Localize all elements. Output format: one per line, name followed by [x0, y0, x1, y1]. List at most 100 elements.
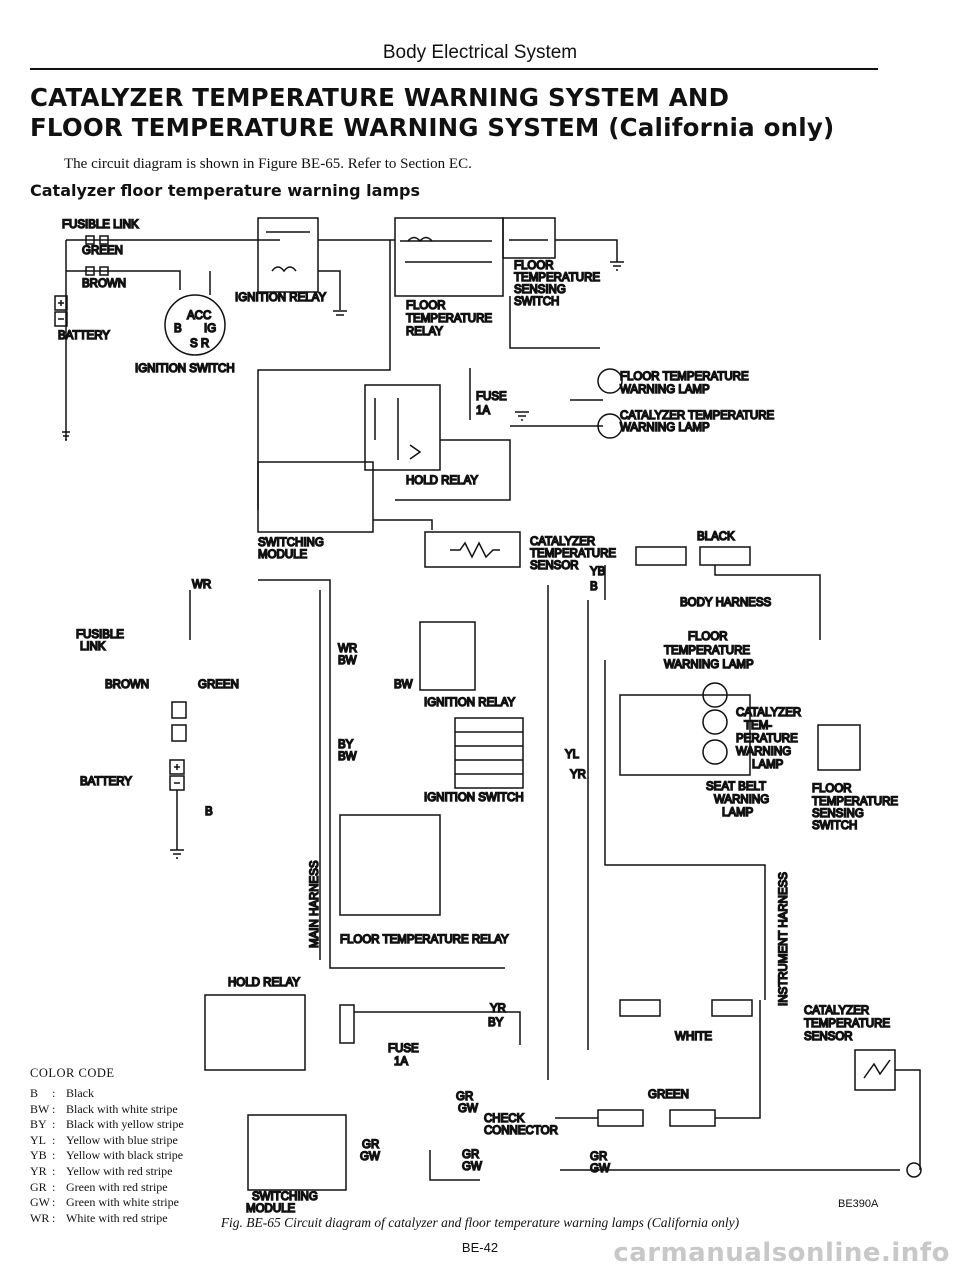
label-sm-top-2: MODULE [258, 549, 308, 561]
page-header: Body Electrical System [382, 42, 578, 63]
label-cts-b-3: SENSOR [804, 1031, 853, 1043]
label-cts-1: CATALYZER [530, 536, 595, 548]
wire-code-label: GW [458, 1103, 478, 1115]
wire-code-label: BW [394, 679, 413, 691]
color-code-row: YB:Yellow with black stripe [30, 1148, 184, 1164]
wire-code-label: GR [462, 1149, 479, 1161]
color-code-row: GW:Green with white stripe [30, 1195, 184, 1211]
floor-temp-warning-lamp-top [597, 368, 623, 394]
color-code-row: BY: Black with yellow stripe [30, 1117, 184, 1133]
catalyzer-sensor-bottom [854, 1049, 896, 1091]
label-ftss-b-4: SWITCH [812, 820, 857, 832]
wire-code-label: WR [338, 643, 357, 655]
label-ftr-2: TEMPERATURE [406, 313, 492, 325]
label-brown: BROWN [82, 278, 126, 290]
label-lamp-group-2: TEMPERATURE [664, 645, 750, 657]
label-cat-lamp-1: CATALYZER [736, 707, 801, 719]
color-meaning: Green with red stripe [66, 1179, 168, 1194]
green-connector-male [669, 1109, 716, 1127]
color-meaning: White with red stripe [66, 1210, 168, 1225]
color-code-separator: : [52, 1132, 56, 1147]
switching-module-bottom [247, 1114, 347, 1191]
wire-code-label: BW [338, 751, 357, 763]
label-green-2: GREEN [198, 679, 239, 691]
label-link-2: LINK [80, 641, 106, 653]
label-instrument-harness: INSTRUMENT HARNESS [778, 872, 790, 1006]
label-sm-bottom-1: SWITCHING [252, 1191, 318, 1203]
label-ftss-4: SWITCH [514, 296, 559, 308]
label-check-connector-1: CHECK [484, 1113, 525, 1125]
color-meaning: Black with yellow stripe [66, 1117, 184, 1132]
header-rule [30, 68, 878, 70]
label-fusible-link: FUSIBLE LINK [62, 219, 139, 231]
label-hold-relay-bottom: HOLD RELAY [228, 977, 300, 989]
label-fwl-2: WARNING LAMP [620, 384, 710, 396]
wire-code-label: GR [590, 1151, 607, 1163]
wire-code-label: GW [590, 1163, 610, 1175]
label-seat-belt-2: WARNING [714, 794, 769, 806]
label-fuse-rating-top: 1A [476, 405, 490, 417]
label-ftr-3: RELAY [406, 326, 443, 338]
label-ftss-b-3: SENSING [812, 808, 864, 820]
label-black: BLACK [697, 531, 735, 543]
black-connector-male [699, 546, 751, 566]
label-cts-b-1: CATALYZER [804, 1005, 869, 1017]
color-meaning: Yellow with red stripe [66, 1163, 173, 1178]
label-cat-lamp-5: LAMP [752, 759, 784, 771]
wire-code-label: GW [360, 1151, 380, 1163]
label-cts-3: SENSOR [530, 560, 579, 572]
catalyzer-temp-warning-lamp-top [597, 413, 623, 439]
floor-temp-warning-lamp-bottom [702, 682, 728, 708]
color-code-separator: : [52, 1179, 56, 1194]
color-code: YL [30, 1132, 46, 1147]
label-cat-lamp-3: PERATURE [736, 733, 798, 745]
label-fusible-2: FUSIBLE [76, 629, 124, 641]
intro-text: The circuit diagram is shown in Figure B… [64, 156, 472, 172]
color-code: YB [30, 1148, 47, 1163]
label-ftss-1: FLOOR [514, 260, 554, 272]
label-ftss-3: SENSING [514, 284, 566, 296]
label-seat-belt-3: LAMP [722, 807, 754, 819]
hold-relay-bottom [204, 994, 306, 1071]
green-connector-female [597, 1109, 644, 1127]
color-meaning: Black [66, 1086, 94, 1100]
label-hold-relay-top: HOLD RELAY [406, 475, 478, 487]
label-battery-bottom: BATTERY [80, 776, 132, 788]
label-cat-lamp-2: TEM- [744, 720, 772, 732]
connector-bw-male [711, 999, 753, 1017]
color-code: BW [30, 1101, 50, 1116]
wire-code-label: BW [338, 655, 357, 667]
subheading: Catalyzer floor temperature warning lamp… [30, 181, 421, 200]
watermark: carmanualsonline.info [613, 1238, 950, 1268]
ignition-switch-grid [454, 717, 524, 789]
color-meaning: Yellow with black stripe [66, 1148, 184, 1163]
color-code-separator: : [52, 1163, 56, 1178]
svg-text:IG: IG [204, 323, 216, 335]
label-cwl-2: WARNING LAMP [620, 422, 710, 434]
label-green-3: GREEN [648, 1089, 689, 1101]
floor-temp-relay-bottom [339, 814, 441, 916]
color-code-row: WR:White with red stripe [30, 1211, 184, 1227]
label-body-harness: BODY HARNESS [680, 597, 772, 609]
label-lamp-group-3: WARNING LAMP [664, 659, 754, 671]
catalyzer-temp-warning-lamp-bottom [702, 709, 728, 735]
color-code-separator: : [52, 1117, 56, 1132]
label-fwl-1: FLOOR TEMPERATURE [620, 371, 749, 383]
wire-code-label: B [205, 806, 213, 818]
label-cat-lamp-4: WARNING [736, 746, 791, 758]
color-code-separator: : [52, 1101, 56, 1116]
label-ignition-switch-top: IGNITION SWITCH [135, 363, 235, 375]
color-code: BY [30, 1117, 47, 1132]
figure-caption: Fig. BE-65 Circuit diagram of catalyzer … [220, 1215, 740, 1230]
label-ftss-2: TEMPERATURE [514, 272, 600, 284]
color-code-separator: : [52, 1195, 56, 1210]
label-ftss-b-1: FLOOR [812, 783, 852, 795]
bottom-harness-diagram: BLACK BODY HARNESS FUSIBLE LINK BROWN GR… [75, 530, 922, 1216]
floor-sensing-switch-box [502, 217, 556, 259]
label-brown-2: BROWN [105, 679, 149, 691]
color-code-row: YL:Yellow with blue stripe [30, 1133, 184, 1149]
wire-code-label: GR [362, 1139, 379, 1151]
wire-code-label: GW [462, 1161, 482, 1173]
